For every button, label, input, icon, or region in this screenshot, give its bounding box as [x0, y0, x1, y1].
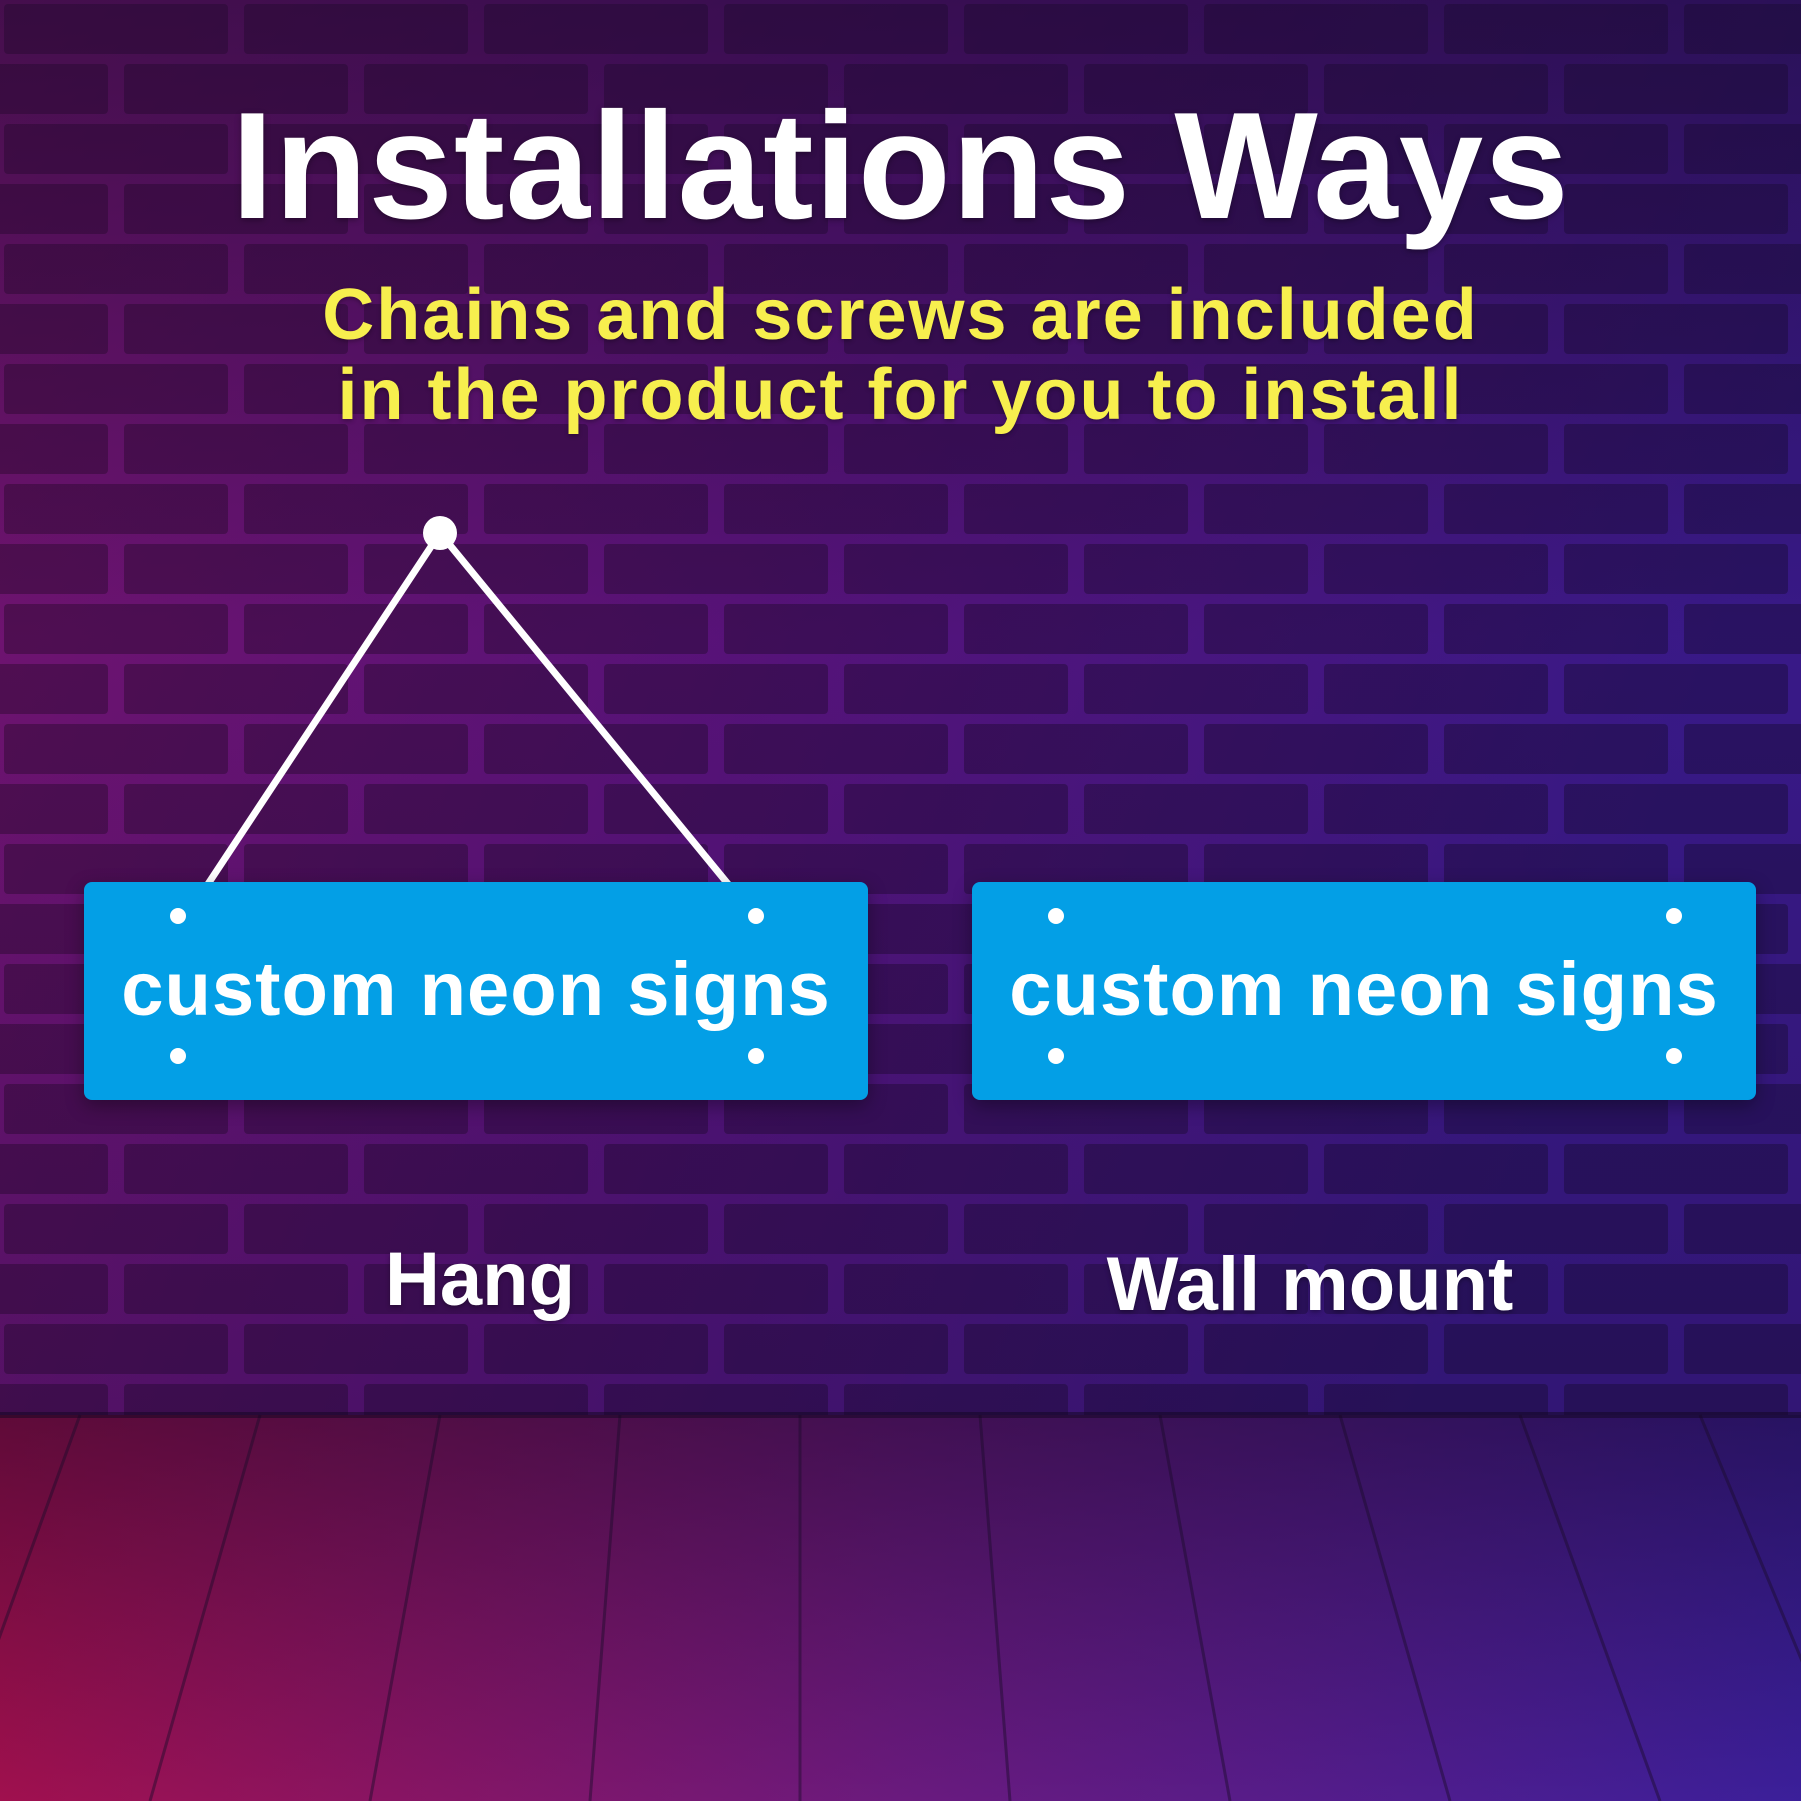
screw-hole-icon — [1666, 908, 1682, 924]
screw-hole-icon — [170, 908, 186, 924]
screw-hole-icon — [1048, 908, 1064, 924]
sign-text: custom neon signs — [121, 947, 831, 1032]
subtitle-line-2: in the product for you to install — [337, 355, 1464, 435]
subtitle-line-1: Chains and screws are included — [322, 275, 1479, 355]
screw-hole-icon — [748, 1048, 764, 1064]
screw-hole-icon — [748, 908, 764, 924]
sign-wall-mount: custom neon signs — [972, 882, 1756, 1100]
screw-hole-icon — [1666, 1048, 1682, 1064]
sign-hang: custom neon signs — [84, 882, 868, 1100]
sign-text: custom neon signs — [1009, 947, 1719, 1032]
label-wall-mount: Wall mount — [1106, 1242, 1514, 1327]
screw-hole-icon — [1048, 1048, 1064, 1064]
label-hang: Hang — [385, 1237, 575, 1322]
screw-hole-icon — [170, 1048, 186, 1064]
page-title: Installations Ways — [231, 81, 1570, 251]
